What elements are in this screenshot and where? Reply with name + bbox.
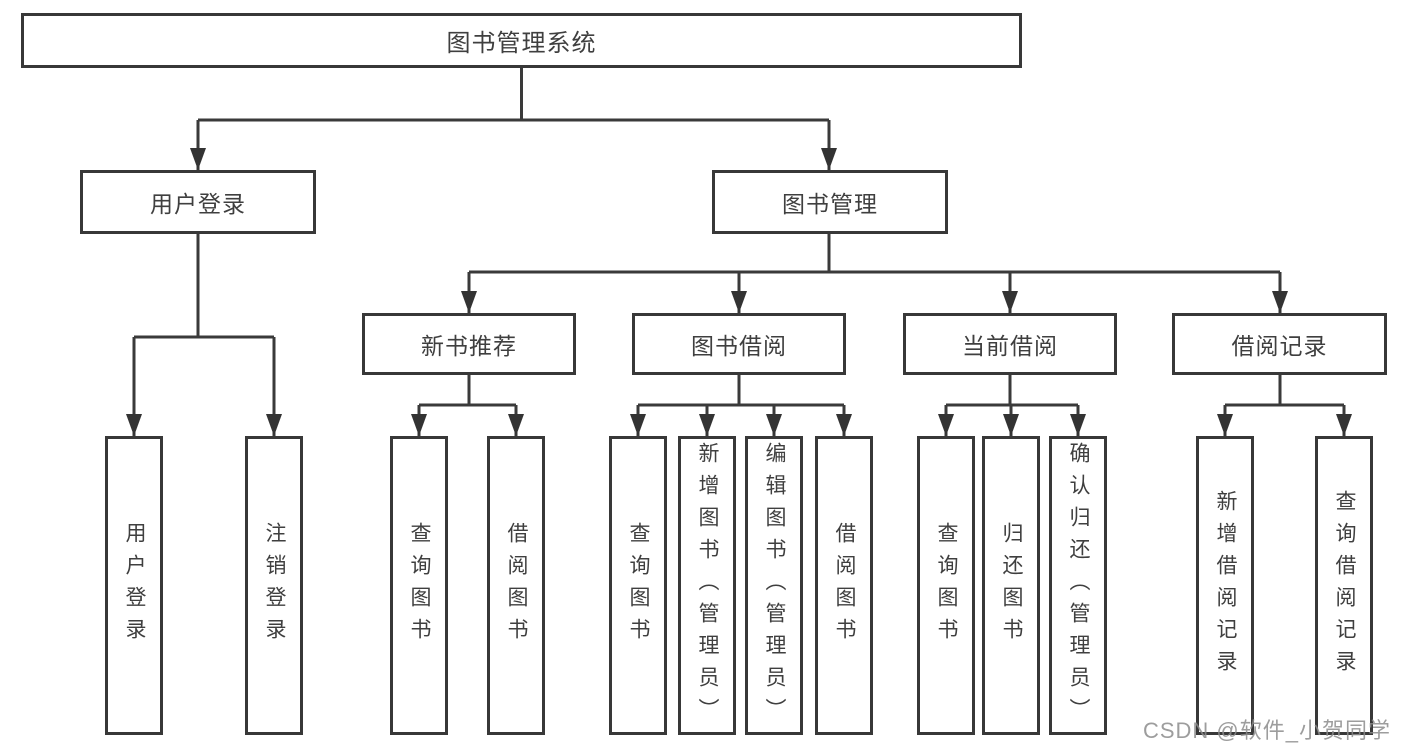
leaf-records-query-record: 查询借阅记录 bbox=[1315, 436, 1373, 735]
leaf-current-query-book: 查询图书 bbox=[917, 436, 975, 735]
node-library-management-system: 图书管理系统 bbox=[21, 13, 1022, 68]
node-label: 借阅记录 bbox=[1231, 333, 1328, 359]
node-label: 查询借阅记录 bbox=[1333, 489, 1356, 682]
node-label: 用户登录 bbox=[123, 521, 146, 650]
leaf-borrowing-edit-book-admin: 编辑图书（管理员） bbox=[745, 436, 803, 735]
leaf-recommend-query-book: 查询图书 bbox=[390, 436, 448, 735]
node-label: 查询图书 bbox=[408, 521, 431, 650]
leaf-current-confirm-return-admin: 确认归还（管理员） bbox=[1049, 436, 1107, 735]
node-label: 编辑图书（管理员） bbox=[763, 441, 786, 730]
node-user-login: 用户登录 bbox=[80, 170, 316, 234]
node-label: 新增图书（管理员） bbox=[696, 441, 719, 730]
node-label: 新增借阅记录 bbox=[1214, 489, 1237, 682]
leaf-recommend-borrow-book: 借阅图书 bbox=[487, 436, 545, 735]
node-label: 注销登录 bbox=[263, 521, 286, 650]
node-label: 图书管理系统 bbox=[446, 30, 597, 57]
node-book-management: 图书管理 bbox=[712, 170, 948, 234]
node-label: 新书推荐 bbox=[421, 333, 517, 359]
node-label: 用户登录 bbox=[150, 191, 246, 217]
node-label: 借阅图书 bbox=[505, 521, 528, 650]
node-label: 借阅图书 bbox=[833, 521, 856, 650]
leaf-logout: 注销登录 bbox=[245, 436, 303, 735]
leaf-current-return-book: 归还图书 bbox=[982, 436, 1040, 735]
node-borrowing-records: 借阅记录 bbox=[1172, 313, 1387, 375]
leaf-borrowing-add-book-admin: 新增图书（管理员） bbox=[678, 436, 736, 735]
leaf-records-add-record: 新增借阅记录 bbox=[1196, 436, 1254, 735]
node-label: 当前借阅 bbox=[962, 333, 1058, 359]
leaf-borrowing-query-book: 查询图书 bbox=[609, 436, 667, 735]
connector-segments bbox=[132, 68, 1346, 436]
csdn-watermark: CSDN @软件_小贺同学 bbox=[1142, 718, 1391, 743]
node-book-borrowing: 图书借阅 bbox=[632, 313, 846, 375]
node-label: 图书借阅 bbox=[691, 333, 787, 359]
node-label: 图书管理 bbox=[782, 191, 878, 217]
leaf-borrowing-borrow-book: 借阅图书 bbox=[815, 436, 873, 735]
node-label: 确认归还（管理员） bbox=[1067, 441, 1090, 730]
node-label: 归还图书 bbox=[1000, 521, 1023, 650]
node-label: 查询图书 bbox=[627, 521, 650, 650]
node-label: 查询图书 bbox=[935, 521, 958, 650]
node-current-borrowing: 当前借阅 bbox=[903, 313, 1117, 375]
node-new-book-recommend: 新书推荐 bbox=[362, 313, 576, 375]
leaf-user-login: 用户登录 bbox=[105, 436, 163, 735]
